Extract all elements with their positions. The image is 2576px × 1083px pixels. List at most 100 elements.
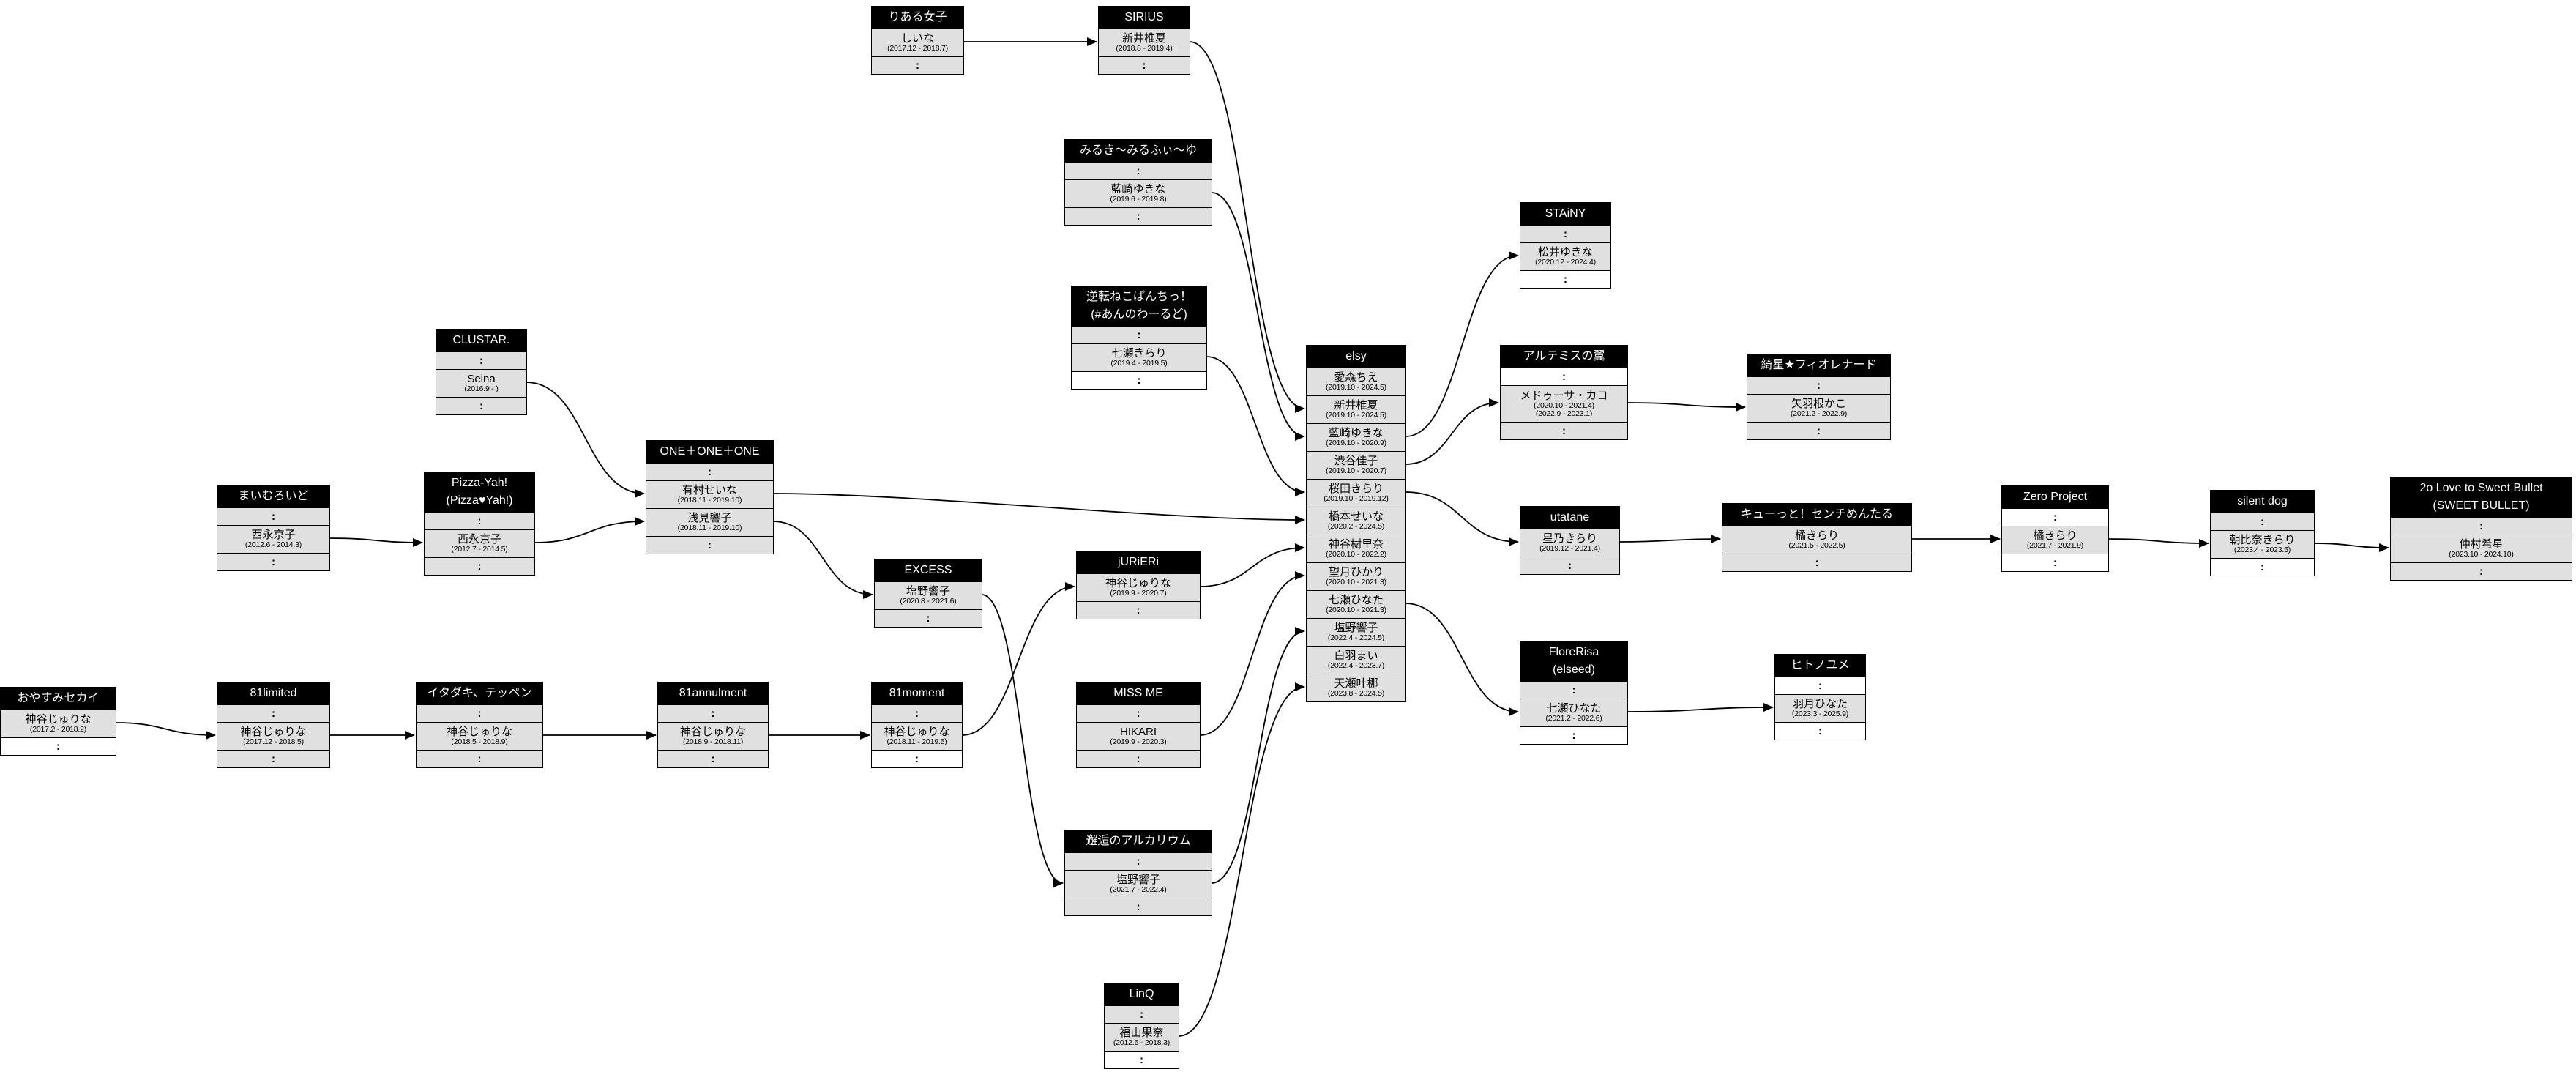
member-dates: (2019.9 - 2020.7) [1110,589,1167,598]
group-title-line: (elseed) [1553,663,1595,676]
member-name: 浅見響子 [687,512,732,525]
group-title: Pizza-Yah! (Pizza♥Yah!) [425,472,534,512]
member-row: HIKARI(2019.9 - 2020.3) [1077,722,1200,750]
ellipsis-row: : [1501,422,1627,439]
ellipsis-row: : [436,351,526,369]
transfer-edge [1211,192,1305,441]
member-dates: (2021.7 - 2021.9) [2026,541,2084,551]
member-dates: (2012.6 - 2018.3) [1113,1038,1171,1048]
group-node-stainy: STAiNY:松井ゆきな(2020.12 - 2024.4): [1520,202,1611,289]
ellipsis-row: : [1520,225,1610,242]
group-title-line: Zero Project [2023,491,2088,503]
transfer-edge [1405,603,1519,716]
member-dates: (2019.6 - 2019.8) [1110,195,1167,204]
member-dates: (2020.2 - 2024.5) [1327,522,1385,532]
member-name: 仲村希星 [2459,538,2504,551]
group-title-line: (#あんのわーるど) [1091,308,1187,321]
group-title-line: みるき〜みるふぃ〜ゆ [1079,144,1197,157]
group-title-line: (Pizza♥Yah!) [446,494,513,507]
group-title: キューっと！センチめんたる [1722,504,1911,526]
member-name: 桜田きらり [1328,483,1384,496]
group-title: elsy [1307,346,1405,368]
member-name: 神谷じゅりな [679,726,746,739]
group-title-line: 綺星★フィオレナード [1761,359,1877,371]
member-dates: (2018.11 - 2019.10) [677,524,742,533]
group-node-milky: みるき〜みるふぃ〜ゆ:藍崎ゆきな(2019.6 - 2019.8): [1064,139,1212,226]
transfer-edge [1627,402,1746,412]
group-node-maimuroido: まいむろいど:西永京子(2012.6 - 2014.3): [217,485,330,571]
member-name: 橋本せいな [1328,510,1384,524]
group-title-line: STAiNY [1545,207,1586,220]
member-name: 羽月ひなた [1792,698,1848,711]
member-row: 神谷じゅりな(2018.11 - 2019.5) [872,722,962,750]
transfer-edge [1178,682,1305,1037]
ellipsis-row: : [2391,562,2572,580]
group-title-line: 逆転ねこぱんちっ！ [1086,291,1192,303]
transfer-edge [961,582,1075,736]
group-node-onepp: ONE＋ONE＋ONE:有村せいな(2018.11 - 2019.10)浅見響子… [646,440,774,554]
transfer-edge [1405,251,1519,437]
group-node-mom81: 81moment:神谷じゅりな(2018.11 - 2019.5): [871,682,963,768]
member-dates: (2020.8 - 2021.6) [900,597,957,606]
ellipsis-row: : [1099,56,1190,74]
member-row: 塩野響子(2020.8 - 2021.6) [875,581,982,609]
group-node-hitonoyume: ヒトノユメ:羽月ひなた(2023.3 - 2025.9): [1774,654,1866,740]
transfer-edge [1405,398,1499,465]
member-name: 矢羽根かこ [1791,398,1846,411]
group-title: アルテミスの翼 [1501,346,1627,368]
group-node-itadaki: イタダキ、テッペン:神谷じゅりな(2018.5 - 2018.9): [416,682,543,768]
ellipsis-row: : [2391,517,2572,535]
member-row: 羽月ひなた(2023.3 - 2025.9) [1775,694,1865,722]
transfer-edge [1206,356,1305,496]
member-row: 白羽まい(2022.4 - 2023.7) [1307,646,1405,674]
member-name: 七瀬ひなた [1546,702,1602,715]
group-title-line: MISS ME [1113,687,1163,699]
group-title-line: Pizza-Yah! [451,477,508,489]
group-title-line: 邂逅のアルカリウム [1086,835,1191,847]
member-name: 西永京子 [251,529,296,542]
group-title: 綺星★フィオレナード [1747,354,1890,376]
group-title: jURiERi [1077,551,1200,573]
member-dates: (2020.10 - 2021.4) [1534,401,1594,410]
ellipsis-row: : [658,750,768,767]
ellipsis-row: : [1747,422,1890,439]
member-row: 浅見響子(2018.11 - 2019.10) [646,508,773,536]
member-name: 藍崎ゆきな [1110,183,1166,196]
group-title-line: utatane [1550,511,1590,524]
transfer-edge [1211,627,1305,884]
group-title-line: elsy [1345,350,1367,362]
ellipsis-row: : [1722,554,1911,571]
member-dates: (2023.8 - 2024.5) [1327,689,1385,699]
member-dates: (2022.9 - 2023.1) [1535,409,1593,418]
member-dates: (2012.7 - 2014.5) [451,545,508,554]
member-row: 藍崎ゆきな(2019.10 - 2020.9) [1307,423,1405,451]
group-title-line: SIRIUS [1124,11,1164,23]
group-title-line: アルテミスの翼 [1523,350,1605,362]
member-row: 神谷じゅりな(2018.5 - 2018.9) [417,722,542,750]
group-title: みるき〜みるふぃ〜ゆ [1065,140,1212,162]
group-title: 2o Love to Sweet Bullet(SWEET BULLET) [2391,477,2572,517]
group-node-kaikou: 邂逅のアルカリウム:塩野響子(2021.7 - 2022.4): [1064,830,1212,916]
group-title-line: まいむろいど [238,490,309,502]
member-row: 有村せいな(2018.11 - 2019.10) [646,480,773,508]
member-name: 藍崎ゆきな [1328,427,1384,440]
member-dates: (2017.12 - 2018.7) [887,44,948,53]
ellipsis-row: : [1105,1005,1179,1023]
member-row: 新井椎夏(2018.8 - 2019.4) [1099,29,1190,56]
group-title-line: 81limited [250,687,297,699]
group-title-line: 2o Love to Sweet Bullet [2419,482,2543,494]
member-dates: (2019.10 - 2024.5) [1326,383,1386,392]
ellipsis-row: : [1520,270,1610,288]
member-dates: (2018.11 - 2019.5) [886,737,947,747]
group-title: FloreRisa(elseed) [1520,641,1627,681]
member-name: メドゥーサ・カコ [1520,389,1608,402]
member-name: 塩野響子 [906,585,950,598]
member-name: 七瀬ひなた [1328,594,1384,607]
transfer-edge [2313,543,2389,552]
group-title-line: おやすみセカイ [17,692,100,704]
group-title: SIRIUS [1099,7,1190,29]
member-dates: (2016.9 - ) [464,384,499,394]
member-row: 神谷じゅりな(2019.9 - 2020.7) [1077,573,1200,601]
transfer-edge [772,521,873,599]
